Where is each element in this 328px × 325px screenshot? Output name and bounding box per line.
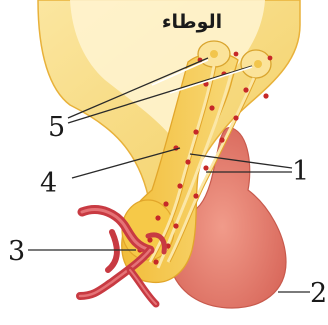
label-1: 1 (292, 156, 309, 187)
label-3: 3 (8, 236, 25, 267)
label-5: 5 (48, 112, 65, 143)
label-4: 4 (40, 168, 57, 199)
diagram-title: الوطاء (162, 11, 222, 33)
label-2: 2 (310, 278, 327, 309)
